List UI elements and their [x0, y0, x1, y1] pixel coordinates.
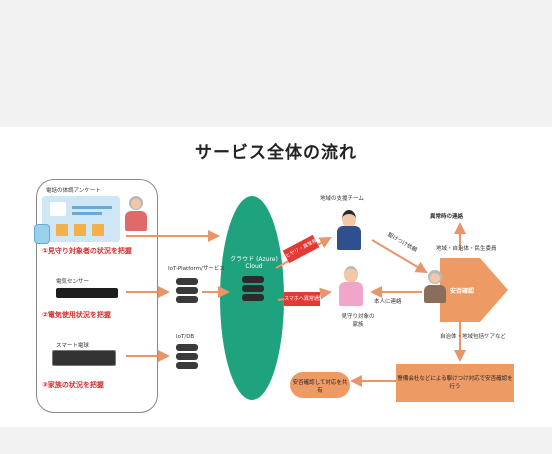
arrow-label-contact: 本人に連絡 [374, 299, 402, 305]
smart-device-image [52, 350, 116, 366]
slide-title: サービス全体の流れ [195, 143, 357, 163]
decision-shape [440, 258, 508, 322]
sensor-device-image [56, 288, 118, 298]
panel-item-1-red-text: ①見守り対象者の状況を把握 [42, 247, 132, 255]
support-staff-icon [336, 210, 362, 252]
family-label: 地域の支援チーム [320, 196, 364, 202]
decision-top-note-2: 地域・自治体・民生委員 [436, 246, 497, 252]
decision-label: 安否確認 [450, 288, 475, 295]
arrow-family-to-decision [371, 239, 428, 274]
panel-heading: 電話の体調アンケート [46, 188, 101, 194]
questionnaire-screen-image [42, 196, 120, 242]
panel-item-3-red-text: ③家族の状況を把握 [42, 381, 104, 389]
server1-label: IoT-Platform/サービス [168, 266, 225, 272]
sensor-label: 電気センサー [56, 279, 90, 285]
bottom-share-box: 安否確認して対応を共有 [290, 372, 350, 398]
alert-tag-2: スマホへ異常通知 [284, 292, 320, 306]
server-icon-2 [176, 344, 198, 372]
decision-top-note: 異常時の連絡 [430, 214, 464, 220]
cloud-server-icon [242, 276, 264, 304]
server-icon-1 [176, 278, 198, 306]
elderly-person-icon [124, 196, 148, 232]
elderly-person-decision-icon [424, 270, 446, 304]
smart-bulb-label: スマート電球 [56, 343, 89, 349]
decision-bottom-note: 自治体・地域包括ケアなど [440, 334, 507, 340]
server2-label: IoT/DB [176, 334, 195, 340]
family-member-icon [338, 266, 364, 308]
cloud-label: クラウド (Azure) Cloud [230, 256, 278, 270]
person-label: 見守り対象の家族 [341, 314, 375, 328]
phone-device-icon [34, 224, 50, 244]
bottom-response-box: 警備会社などによる駆けつけ対応で安否確認を行う [396, 364, 514, 402]
panel-item-2-red-text: ②電気使用状況を把握 [42, 311, 111, 319]
